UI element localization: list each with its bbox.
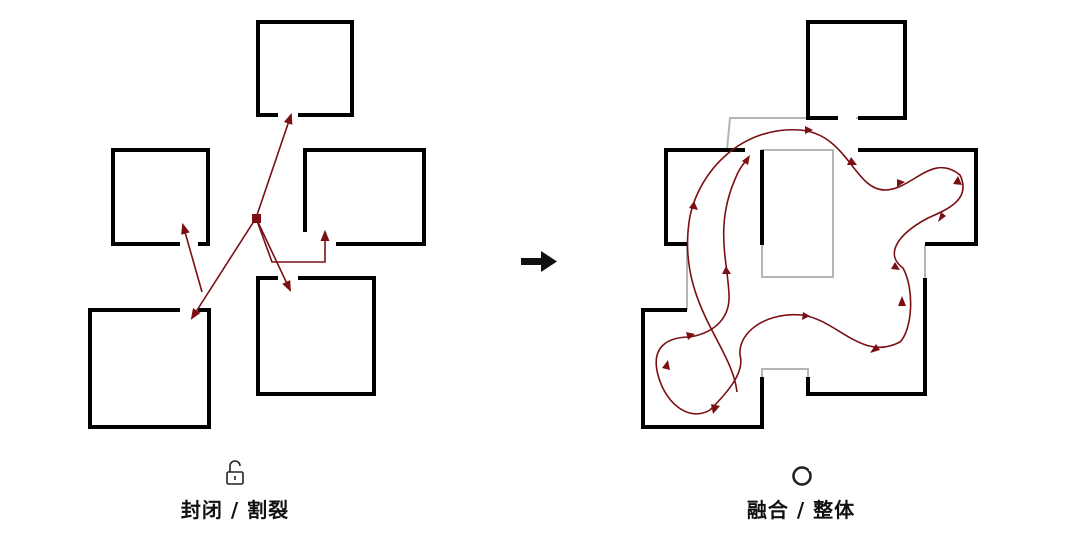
light-walls	[686, 117, 926, 377]
caption-closed-split: 封闭 / 割裂	[180, 498, 290, 522]
fusion-flow-path	[655, 129, 964, 415]
right-diagram	[641, 20, 978, 486]
path-to-top-room	[255, 112, 293, 219]
lock-open-icon	[226, 460, 244, 485]
room-top	[806, 20, 907, 120]
room-bottom-left	[88, 308, 211, 429]
flow-arrowheads	[662, 126, 962, 414]
room-top	[256, 20, 354, 117]
room-mid-left	[111, 148, 210, 246]
path-to-bottom-left-room	[190, 217, 257, 320]
path-to-mid-left-room	[181, 222, 203, 293]
arrow-right-icon	[521, 251, 557, 272]
split-paths	[181, 112, 330, 320]
room-mid-right	[303, 148, 426, 246]
caption-fused-whole: 融合 / 整体	[746, 498, 856, 522]
central-block	[761, 149, 834, 278]
room-bottom-right	[256, 276, 376, 396]
left-diagram	[88, 20, 426, 485]
path-to-bottom-right-room	[255, 217, 291, 293]
origin-node	[252, 214, 261, 223]
path-to-mid-right-room	[255, 217, 330, 263]
outer-walls	[641, 20, 978, 429]
circle-ring-icon	[792, 466, 813, 486]
